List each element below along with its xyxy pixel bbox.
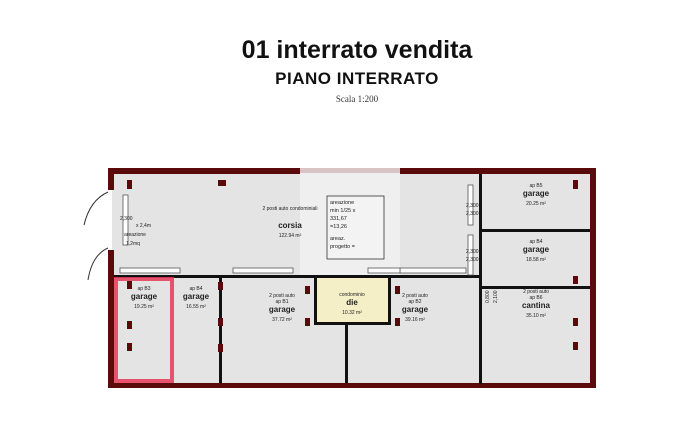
corsia-name: corsia (278, 221, 302, 230)
room-name: garage (131, 292, 158, 301)
dimension-label: 0,800 (485, 290, 491, 303)
room-unit: ap B1 (275, 299, 288, 305)
highlighted-garage-b3 (114, 277, 174, 383)
room-area: 35.10 m² (526, 313, 546, 319)
aeration-label: areazione (124, 232, 146, 238)
dimension-label: 2,300 (466, 257, 479, 263)
aeration-text: areaz. (330, 236, 346, 242)
aeration-text: areazione (330, 200, 354, 206)
aeration-left: 2,300 x 2,4m areazione 1,2mq (120, 216, 151, 247)
room-unit: ap B4 (189, 286, 202, 292)
page-subtitle: PIANO INTERRATO (275, 69, 439, 88)
room-name: die (346, 298, 358, 307)
outer-walls (108, 168, 596, 388)
room-note: 2 posti auto (523, 289, 549, 295)
page-title: 01 interrato vendita (241, 36, 473, 64)
aeration-text: min 1/25 x (330, 208, 356, 214)
room-area: 10.32 m² (342, 310, 362, 316)
room-note: 2 posti auto (269, 293, 295, 299)
room-unit: ap B4 (529, 239, 542, 245)
corsia-label: 2 posti auto condominiali corsia 122.94 … (262, 206, 317, 239)
room-note: 2 posti auto (402, 293, 428, 299)
aeration-box-text: areazione min 1/25 x 331,67 =13,26 areaz… (330, 200, 356, 250)
room-unit: ap B2 (408, 299, 421, 305)
corsia-note: 2 posti auto condominiali (262, 206, 317, 212)
room-area: 18.58 m² (526, 257, 546, 263)
aeration-area: 1,2mq (126, 241, 140, 247)
room-unit: ap B6 (529, 295, 542, 301)
room-area: 16.55 m² (186, 304, 206, 310)
dimension-label: x 2,4m (136, 223, 151, 229)
pillars (127, 180, 578, 352)
corsia-area: 122.94 m² (279, 233, 302, 239)
dimension-label: 2,300 (120, 216, 133, 222)
aeration-text: =13,26 (330, 224, 347, 230)
scale-label: Scala 1:200 (335, 94, 379, 104)
room-name: garage (402, 305, 429, 314)
windows (119, 184, 474, 276)
room-area: 37.72 m² (272, 317, 292, 323)
dimension-label: 2,100 (493, 290, 499, 303)
dimension-label: 2,300 (466, 249, 479, 255)
room-area: 20.25 m² (526, 201, 546, 207)
dimension-label: 2,300 (466, 211, 479, 217)
dimension-labels: 2,300 2,300 2,300 2,300 0,800 2,100 (466, 203, 499, 303)
room-name: garage (523, 189, 550, 198)
condominio-room (317, 278, 388, 322)
interior-walls (114, 174, 590, 384)
aeration-box (326, 195, 385, 260)
room-name: garage (269, 305, 296, 314)
dimension-label: 2,300 (466, 203, 479, 209)
room-area: 39.16 m² (405, 317, 425, 323)
room-name: garage (523, 245, 550, 254)
room-area: 19.25 m² (134, 304, 154, 310)
room-name: garage (183, 292, 210, 301)
entrance-doors (83, 191, 109, 281)
room-unit: ap B3 (137, 286, 150, 292)
room-name: cantina (522, 301, 551, 310)
room-unit: condominio (339, 292, 365, 298)
aeration-text: progetto = (330, 244, 355, 250)
room-unit: ap B5 (529, 183, 542, 189)
aeration-text: 331,67 (330, 216, 347, 222)
